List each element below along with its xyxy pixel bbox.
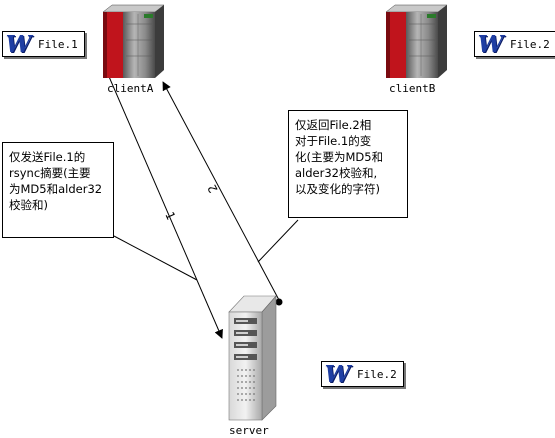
- server-label: server: [229, 424, 269, 437]
- clientA-file-icon[interactable]: W File.1: [2, 30, 85, 58]
- arrow-step-1-number: 1: [162, 210, 178, 222]
- clientA-server-icon: [102, 4, 165, 78]
- left-note-line: 仅发送File.1的: [9, 150, 86, 164]
- right-note-line: 以及变化的字符): [295, 182, 380, 196]
- word-doc-icon: W: [323, 360, 351, 388]
- clientA-file-label: File.1: [38, 37, 78, 51]
- left-note-line: rsync摘要(主要: [9, 166, 91, 180]
- server-file-icon[interactable]: W File.2: [321, 360, 404, 388]
- clientA-label: clientA: [107, 82, 154, 95]
- clientB-label: clientB: [389, 82, 436, 95]
- arrow-step-1: [106, 71, 223, 339]
- right-note-connector: [257, 219, 299, 263]
- word-doc-icon: W: [4, 30, 32, 58]
- server-file-label: File.2: [357, 367, 397, 381]
- clientB-file-label: File.2: [510, 37, 550, 51]
- arrow-step-2-number: 2: [205, 182, 221, 195]
- left-note-line: 为MD5和alder32: [9, 182, 103, 196]
- right-note-line: 仅返回File.2相: [295, 118, 372, 132]
- left-note-box: 仅发送File.1的 rsync摘要(主要 为MD5和alder32 校验和): [2, 142, 114, 238]
- arrow-step-2-origin-dot: [275, 298, 283, 306]
- right-note-line: 对于File.1的变: [295, 134, 372, 148]
- word-doc-icon: W: [476, 30, 504, 58]
- right-note-line: alder32校验和,: [295, 166, 378, 180]
- server-tower-icon: [228, 295, 277, 421]
- clientB-server-icon: [385, 4, 448, 78]
- left-note-connector: [113, 235, 198, 281]
- arrow-step-2: [162, 81, 280, 301]
- right-note-box: 仅返回File.2相 对于File.1的变 化(主要为MD5和 alder32校…: [288, 110, 408, 218]
- right-note-line: 化(主要为MD5和: [295, 150, 384, 164]
- clientB-file-icon[interactable]: W File.2: [474, 30, 555, 58]
- left-note-line: 校验和): [9, 198, 48, 212]
